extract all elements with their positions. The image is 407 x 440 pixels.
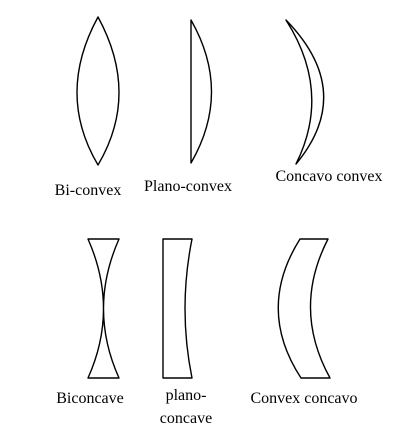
lens-group-biconcave: Biconcave	[56, 238, 124, 407]
lens-group-convex-concavo: Convex concavo	[250, 238, 358, 407]
concavo-convex-label: Concavo convex	[275, 168, 382, 185]
lens-group-bi-convex: Bi-convex	[55, 16, 122, 199]
bi-convex-lens-shape	[76, 16, 120, 166]
lens-group-plano-concave: plano- concave	[160, 238, 212, 427]
lens-group-concavo-convex: Concavo convex	[275, 19, 383, 185]
plano-convex-lens-shape	[190, 19, 213, 164]
convex-concavo-label: Convex concavo	[250, 390, 357, 407]
plano-concave-label-line-1: plano-	[166, 387, 207, 404]
biconcave-label: Biconcave	[56, 390, 124, 407]
convex-concavo-lens-shape	[277, 238, 331, 379]
concavo-convex-lens-shape	[285, 19, 325, 165]
lens-group-plano-convex: Plano-convex	[144, 19, 232, 195]
plano-concave-label-line-2: concave	[160, 410, 212, 427]
bi-convex-label: Bi-convex	[55, 182, 122, 199]
biconcave-lens-shape	[87, 238, 120, 379]
plano-convex-label: Plano-convex	[144, 178, 232, 195]
plano-concave-lens-shape	[162, 238, 193, 379]
